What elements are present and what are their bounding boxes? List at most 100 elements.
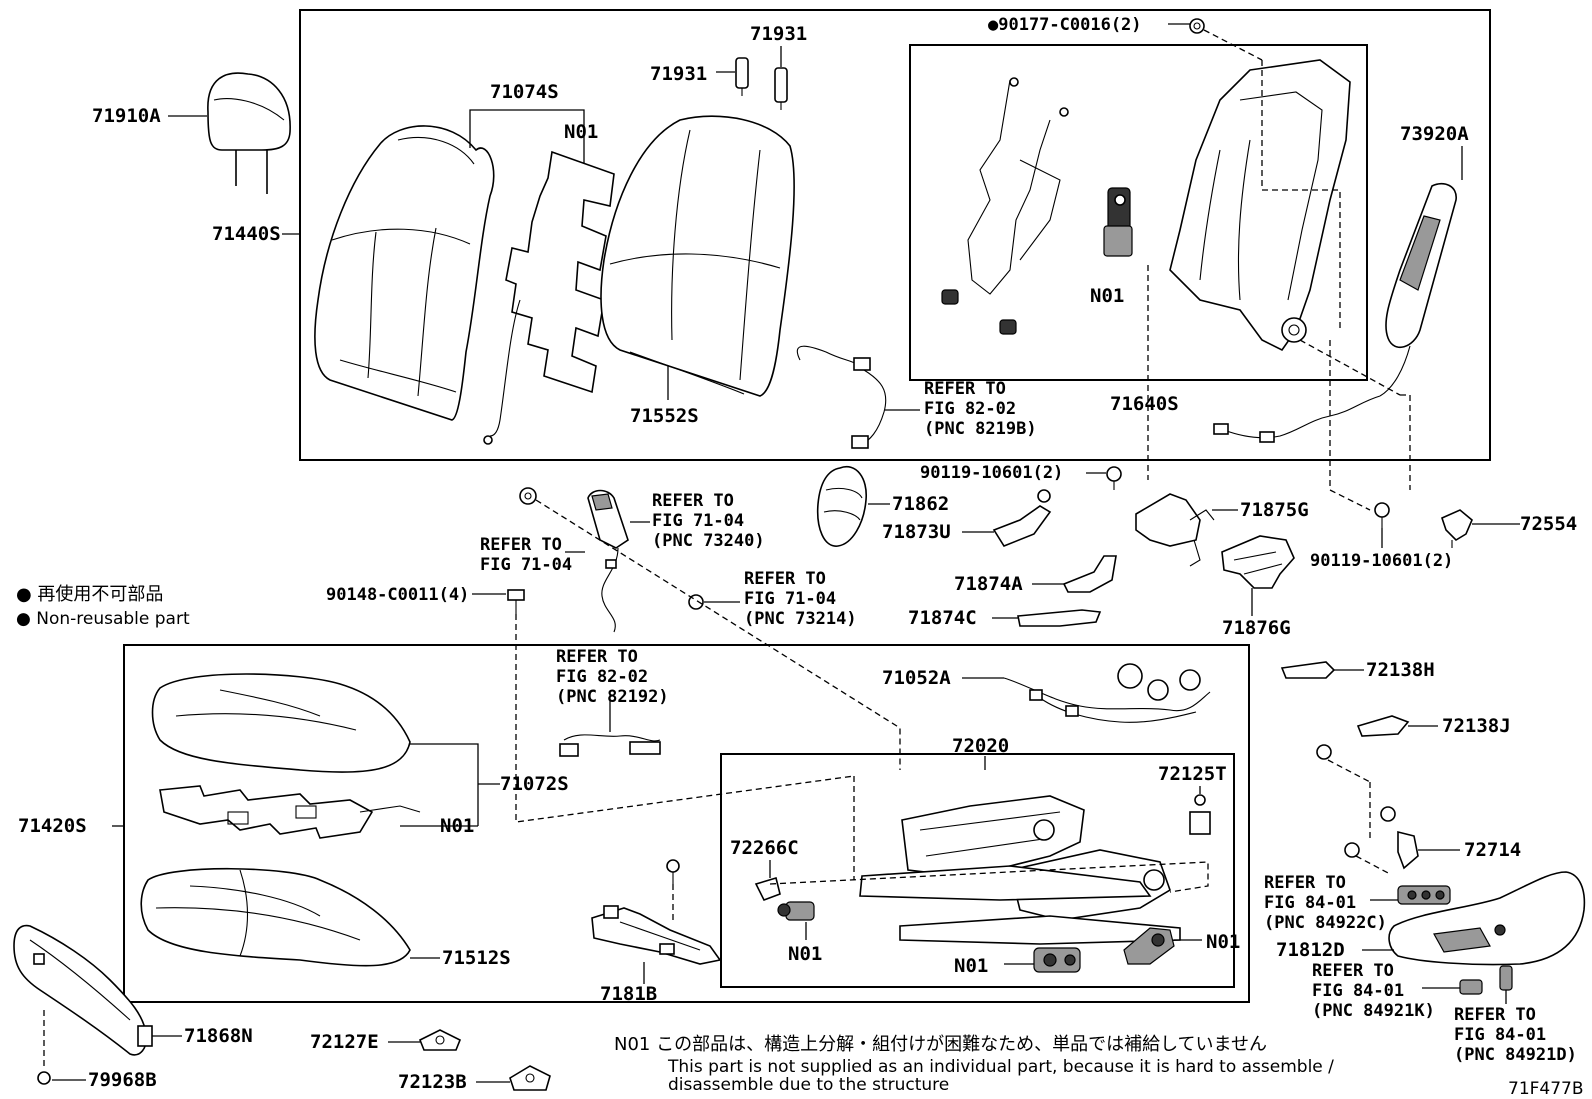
label-90119-a: 90119-10601(2)	[920, 463, 1063, 483]
label-90119-b: 90119-10601(2)	[1310, 551, 1453, 571]
cover-72127E-icon	[418, 1029, 462, 1051]
cover-72266C-icon	[754, 876, 781, 902]
lumbar-motor-icon	[1103, 187, 1133, 257]
label-72714: 72714	[1464, 839, 1521, 861]
label-71552S: 71552S	[630, 405, 699, 427]
slide-motor-icon	[1033, 947, 1081, 973]
seat-track-frame-icon	[859, 795, 1181, 945]
footnote-en-line2: disassemble due to the structure	[668, 1075, 949, 1095]
cover-71873U-icon	[992, 489, 1052, 547]
refer-71-04-c: REFER TO FIG 71-04 (PNC 73214)	[744, 569, 857, 629]
seatback-heater-mat-icon	[483, 150, 615, 445]
rail-motor-icon	[777, 901, 815, 921]
bolt-90119-a-icon	[1106, 466, 1122, 490]
refer-84-01-b: REFER TO FIG 84-01 (PNC 84921K)	[1312, 961, 1435, 1021]
label-72123B: 72123B	[398, 1071, 467, 1093]
label-71812D: 71812D	[1276, 939, 1345, 961]
bolt-90119-b-icon	[1374, 502, 1390, 528]
bolt-72714-icon	[1316, 744, 1419, 870]
label-n01-top: N01	[564, 121, 598, 143]
label-71440S: 71440S	[212, 223, 281, 245]
knob-84921D-icon	[1499, 965, 1513, 991]
label-n01-motor-a: N01	[954, 955, 988, 977]
label-71420S: 71420S	[18, 815, 87, 837]
label-71910A: 71910A	[92, 105, 161, 127]
seatbelt-buckle-icon	[587, 489, 629, 633]
label-72125T: 72125T	[1158, 763, 1227, 785]
label-71873U: 71873U	[882, 521, 951, 543]
label-90177: ●90177-C0016(2)	[988, 15, 1142, 35]
cushion-group-box	[123, 644, 1250, 1003]
label-71862: 71862	[892, 493, 949, 515]
label-n01-cushion: N01	[440, 815, 474, 837]
label-79968B: 79968B	[88, 1069, 157, 1091]
clip-79968B-icon	[37, 1071, 51, 1085]
label-71074S: 71074S	[490, 81, 559, 103]
label-n01-rail: N01	[788, 943, 822, 965]
label-71512S: 71512S	[442, 947, 511, 969]
cushion-bracket-7181B-icon	[591, 859, 722, 965]
track-subgroup-box	[720, 753, 1235, 988]
label-72138J: 72138J	[1442, 715, 1511, 737]
seatback-frame-icon	[1169, 59, 1351, 352]
legend-jp: ● 再使用不可部品	[16, 584, 163, 605]
label-90148: 90148-C0011(4)	[326, 585, 469, 605]
bolt-90148-icon	[507, 589, 525, 614]
cover-72138J-icon	[1356, 715, 1410, 737]
refer-84-01-a: REFER TO FIG 84-01 (PNC 84922C)	[1264, 873, 1387, 933]
seatback-group-box	[299, 9, 1491, 461]
footnote-en-line1: This part is not supplied as an individu…	[667, 1057, 1334, 1077]
seatback-wire-harness-icon	[797, 345, 887, 449]
label-71072S: 71072S	[500, 773, 569, 795]
label-72020: 72020	[952, 735, 1009, 757]
label-71876G: 71876G	[1222, 617, 1291, 639]
cushion-side-cover-71868N-icon	[13, 924, 153, 1056]
label-n01-frame: N01	[1090, 285, 1124, 307]
refer-82-02-mid: REFER TO FIG 82-02 (PNC 82192)	[556, 647, 669, 707]
label-72127E: 72127E	[310, 1031, 379, 1053]
figure-code: 71F477B	[1508, 1079, 1584, 1099]
label-71640S: 71640S	[1110, 393, 1179, 415]
seat-cushion-heater-mat-icon	[159, 785, 421, 839]
label-71052A: 71052A	[882, 667, 951, 689]
airbag-wire-harness-icon	[1213, 395, 1381, 443]
label-72266C: 72266C	[730, 837, 799, 859]
trim-72554-icon	[1441, 509, 1473, 548]
label-72554: 72554	[1520, 513, 1577, 535]
label-73920A: 73920A	[1400, 123, 1469, 145]
seatback-cover-icon	[314, 125, 495, 421]
wire-harness-71052A-icon	[1003, 663, 1211, 723]
label-71874C: 71874C	[908, 607, 977, 629]
seat-switch-84922C-icon	[1397, 885, 1451, 905]
recliner-mechanism-icon	[941, 77, 1069, 335]
refer-82-02-top: REFER TO FIG 82-02 (PNC 8219B)	[924, 379, 1037, 439]
bolt-90177-icon	[1189, 18, 1205, 34]
cushion-wire-harness-icon	[559, 734, 661, 757]
label-71874A: 71874A	[954, 573, 1023, 595]
lifter-motor-icon	[1123, 927, 1175, 965]
side-airbag-icon	[1379, 182, 1457, 397]
refer-71-04-a: REFER TO FIG 71-04 (PNC 73240)	[652, 491, 765, 551]
label-71931-a: 71931	[650, 63, 707, 85]
back-board-71862-icon	[816, 465, 867, 547]
cover-71876G-icon	[1221, 535, 1295, 589]
legend-en: ● Non-reusable part	[16, 609, 190, 629]
cover-71874C-icon	[1017, 609, 1102, 627]
label-71875G: 71875G	[1240, 499, 1309, 521]
seat-cushion-pad-icon	[140, 867, 411, 967]
headrest-icon	[207, 72, 291, 194]
nut-73214-icon	[519, 487, 704, 610]
refer-84-01-c: REFER TO FIG 84-01 (PNC 84921D)	[1454, 1005, 1577, 1065]
side-shield-71812D-icon	[1388, 871, 1586, 966]
label-7181B: 7181B	[600, 983, 657, 1005]
footnote-jp: N01 この部品は、構造上分解・組付けが困難なため、単品では補給していません	[614, 1034, 1267, 1055]
frame-subgroup-box	[909, 44, 1368, 381]
label-71931-b: 71931	[750, 23, 807, 45]
cover-72123B-icon	[509, 1065, 551, 1091]
label-n01-motor-b: N01	[1206, 931, 1240, 953]
seat-cushion-cover-icon	[151, 673, 411, 773]
refer-71-04-b: REFER TO FIG 71-04	[480, 535, 572, 575]
label-72138H: 72138H	[1366, 659, 1435, 681]
knob-84921K-icon	[1459, 979, 1483, 995]
